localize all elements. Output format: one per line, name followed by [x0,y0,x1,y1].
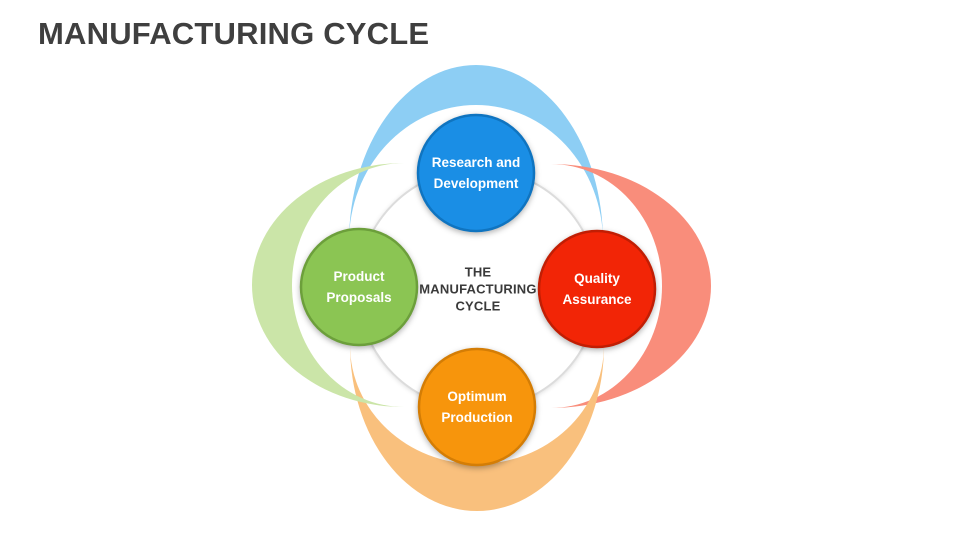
hub-caption-line: MANUFACTURING [419,281,537,297]
hub-caption-line: CYCLE [455,298,501,314]
node-quality-assurance-circle [537,229,657,349]
node-research-and-development-circle [416,113,536,233]
node-optimum-production-circle [417,347,537,467]
node-product-proposals-circle [299,227,419,347]
hub-caption-line: THE [464,264,492,280]
cycle-hub-caption: THE MANUFACTURING CYCLE [403,264,553,315]
